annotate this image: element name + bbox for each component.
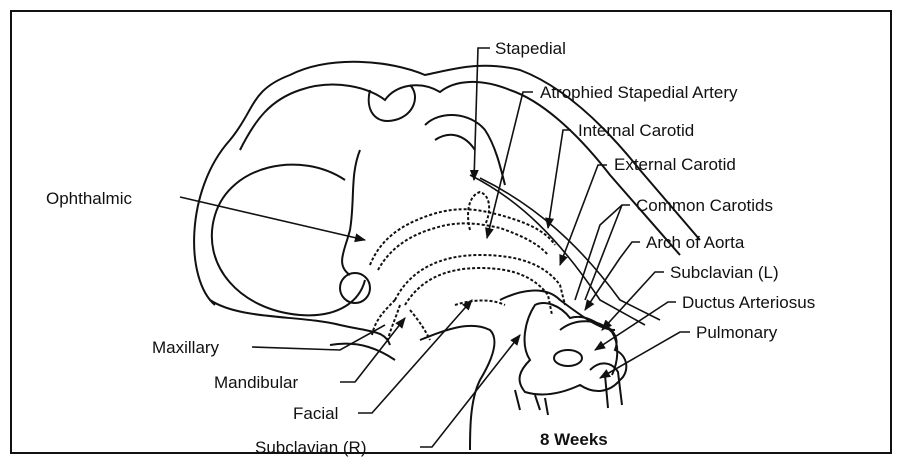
brain-fold-4 <box>435 135 475 150</box>
pulmonary-trunk <box>590 363 622 408</box>
label-arch-of-aorta: Arch of Aorta <box>646 233 745 252</box>
label-mandibular: Mandibular <box>214 373 298 392</box>
brain-fold-1 <box>369 85 415 121</box>
label-maxillary: Maxillary <box>152 338 220 357</box>
vessel-ophthalmic <box>370 209 555 265</box>
heart-outline <box>520 303 627 394</box>
heart-chamber <box>554 350 582 366</box>
brain-fold-2 <box>342 150 360 275</box>
label-subclavian-r: Subclavian (R) <box>255 438 367 457</box>
label-common-carotids: Common Carotids <box>636 196 773 215</box>
label-stapedial: Stapedial <box>495 39 566 58</box>
label-facial: Facial <box>293 404 338 423</box>
label-internal-carotid: Internal Carotid <box>578 121 694 140</box>
label-pulmonary: Pulmonary <box>696 323 778 342</box>
label-subclavian-l: Subclavian (L) <box>670 263 779 282</box>
label-ophthalmic: Ophthalmic <box>46 189 132 208</box>
leaders-left <box>180 197 520 447</box>
bundle-line-2 <box>480 178 660 320</box>
vessel-main <box>395 255 565 305</box>
vessel-facial <box>455 300 505 305</box>
brain-fold-3 <box>425 115 505 185</box>
eye-globe <box>212 165 365 316</box>
face-lower <box>210 300 390 345</box>
jaw-outline <box>330 326 495 450</box>
label-atrophied-stapedial-artery: Atrophied Stapedial Artery <box>540 83 738 102</box>
label-external-carotid: External Carotid <box>614 155 736 174</box>
label-ductus-arteriosus: Ductus Arteriosus <box>682 293 815 312</box>
vessel-ophthalmic-2 <box>378 223 548 270</box>
caption-age: 8 Weeks <box>540 430 608 449</box>
